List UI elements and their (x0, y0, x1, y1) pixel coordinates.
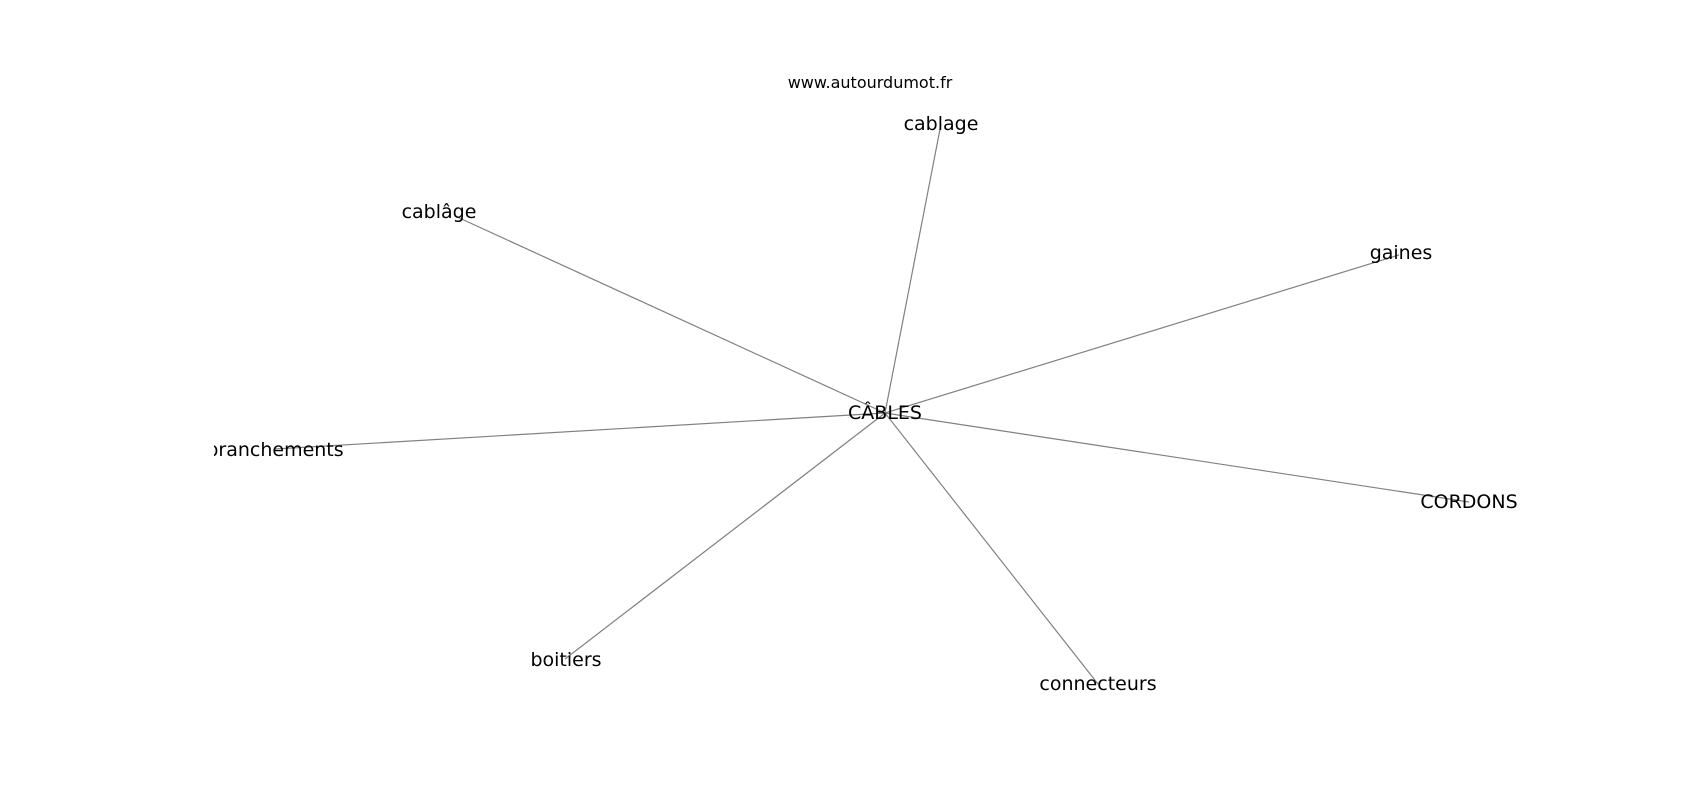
edge-connecteurs (884, 412, 1099, 685)
word-node-cablage[interactable]: cablage (904, 113, 979, 135)
edge-cablage-circumflex (454, 215, 886, 414)
edge-gaines (884, 254, 1400, 414)
center-node-label: CÂBLES (848, 401, 922, 424)
word-node-boitiers[interactable]: boitiers (530, 649, 601, 671)
source-watermark: www.autourdumot.fr (788, 73, 953, 92)
edge-cablage (884, 123, 942, 414)
edge-boitiers (564, 412, 886, 660)
edge-branchements (274, 412, 886, 450)
word-node-connecteurs[interactable]: connecteurs (1039, 673, 1156, 695)
word-node-cablage-circumflex[interactable]: cablâge (402, 201, 477, 223)
word-node-gaines[interactable]: gaines (1370, 242, 1433, 264)
word-node-branchements[interactable]: branchements (206, 439, 344, 461)
edge-cordons (884, 412, 1470, 503)
word-node-cordons[interactable]: CORDONS (1420, 491, 1517, 513)
